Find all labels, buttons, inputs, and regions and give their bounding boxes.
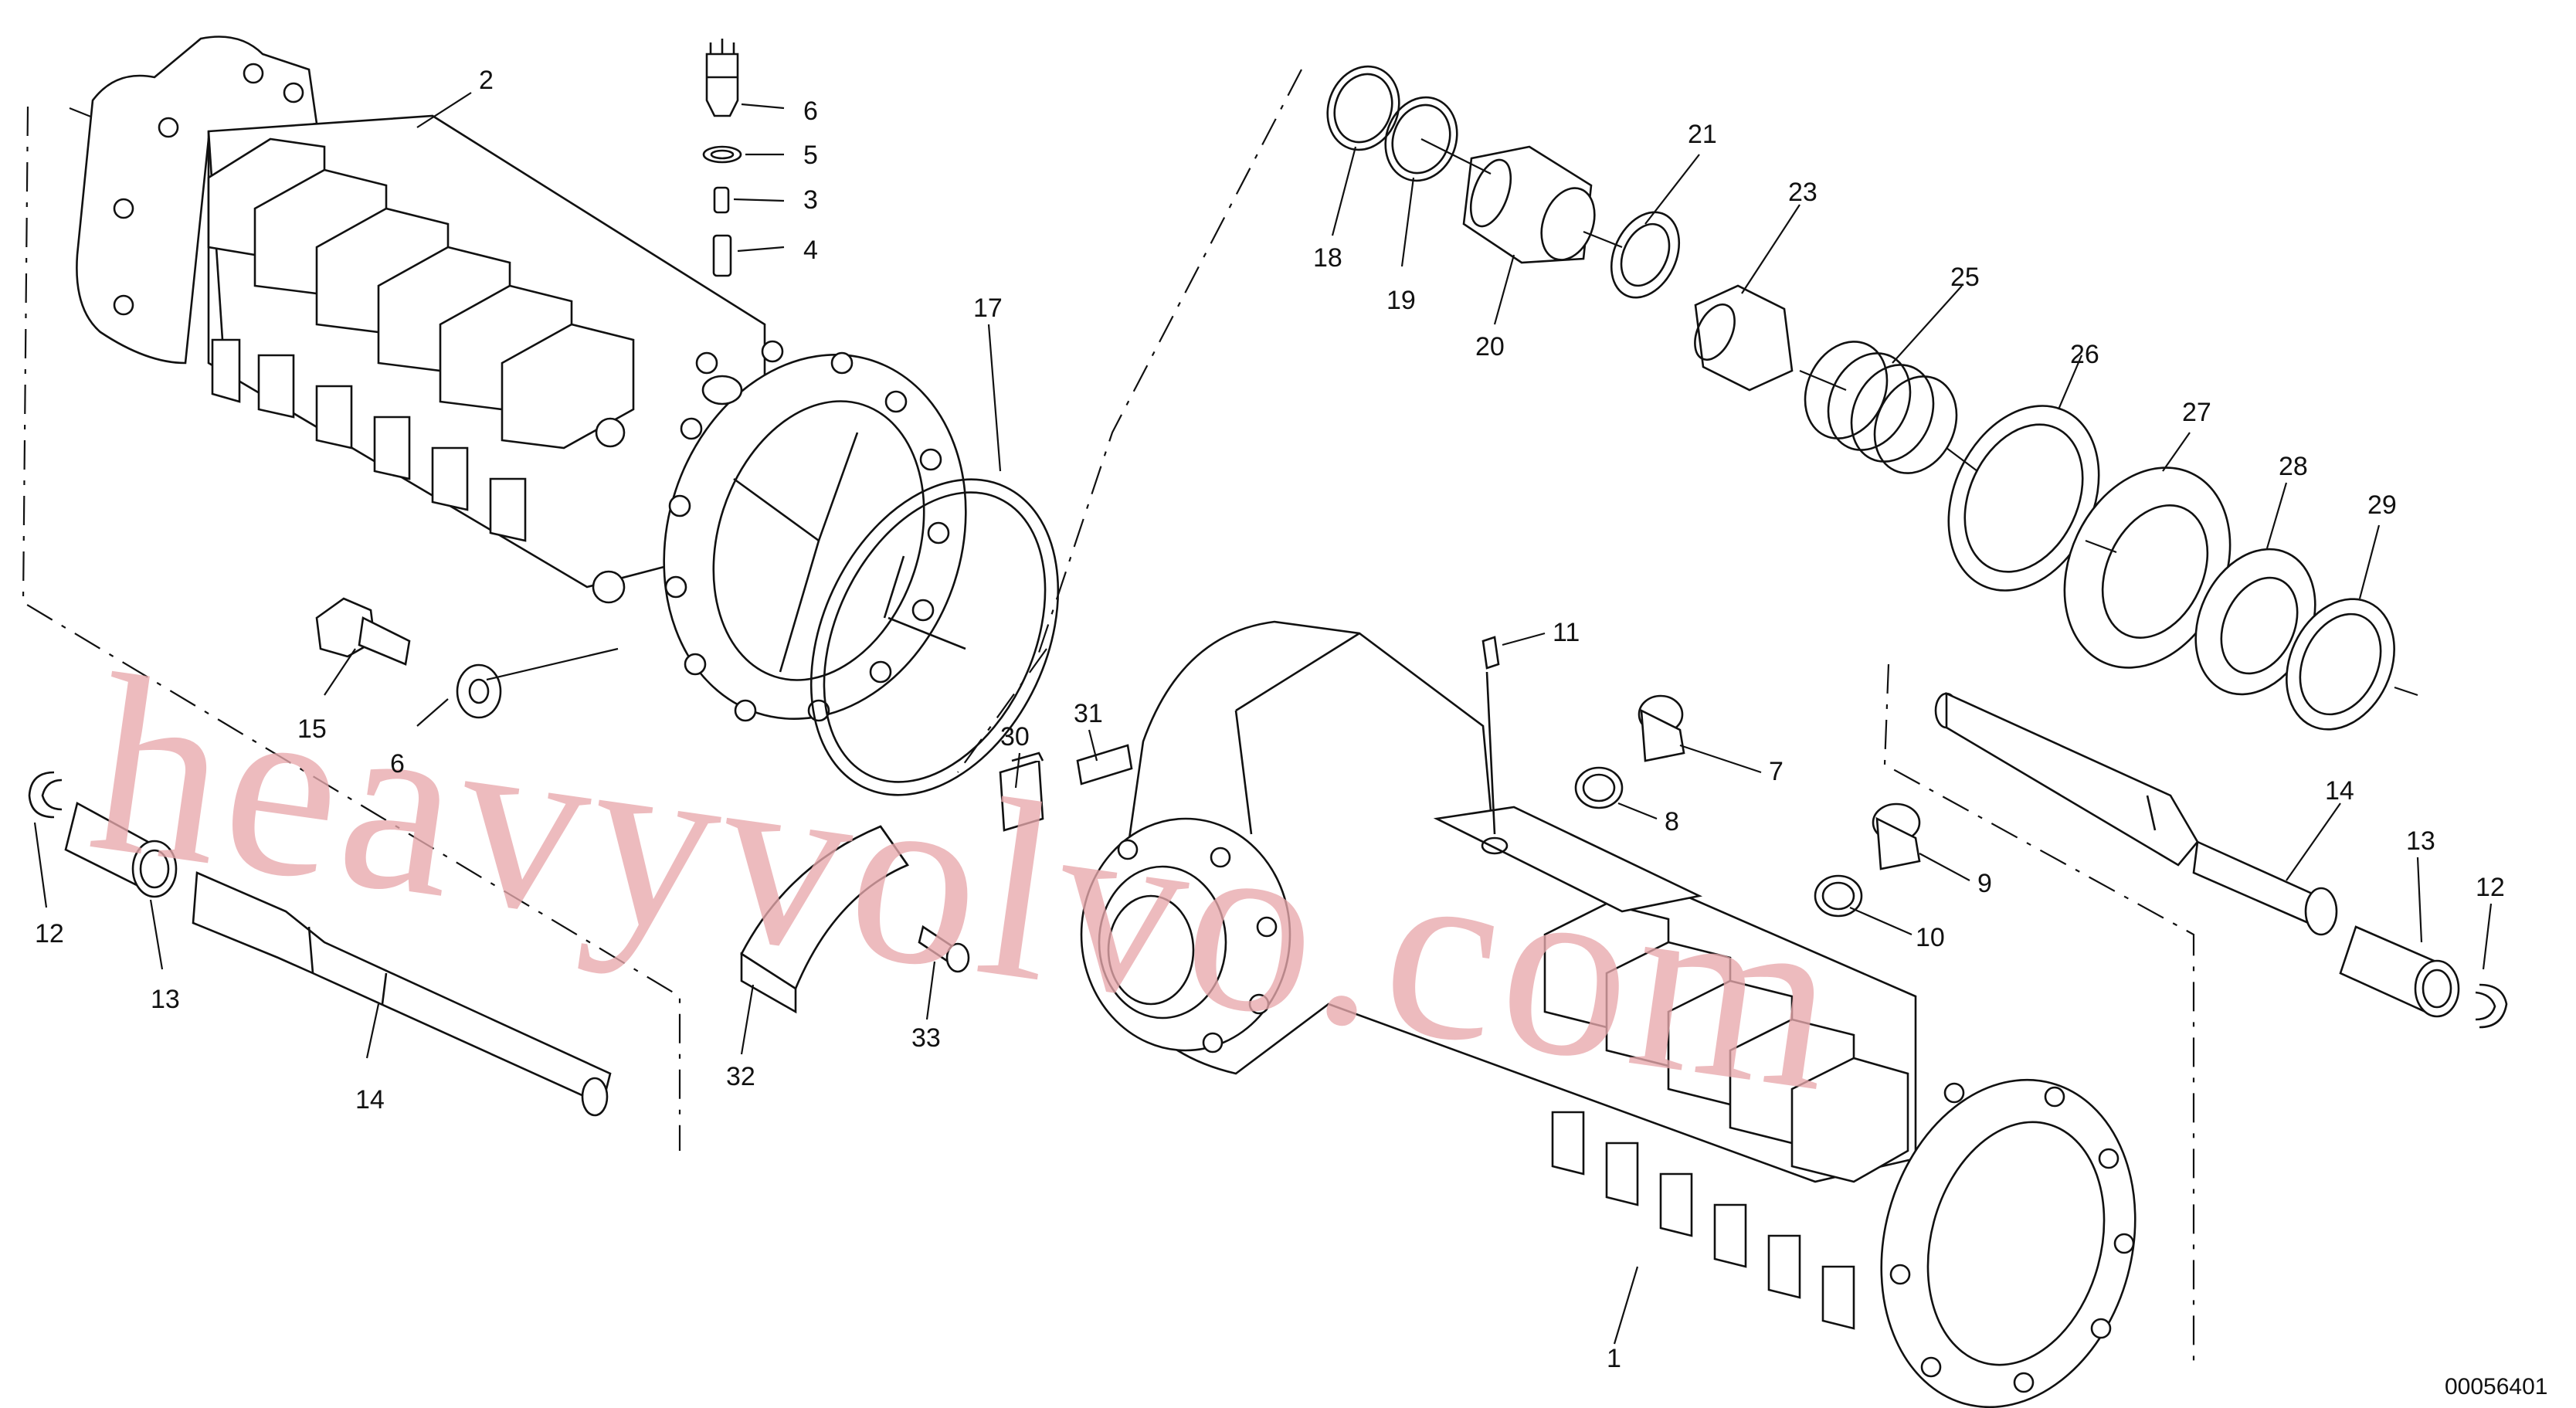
- part-label-8: 8: [1665, 807, 1679, 836]
- part-label-10: 10: [1916, 923, 1945, 952]
- part-label-13-left: 13: [151, 985, 180, 1014]
- part-label-11: 11: [1553, 618, 1580, 647]
- assembly-lines: [22, 69, 2195, 1371]
- sensor-parts: [702, 39, 742, 277]
- part-label-9: 9: [1977, 869, 1992, 898]
- part-label-17: 17: [973, 293, 1003, 323]
- watermark-text: heavyvolvo.com: [77, 622, 1856, 1145]
- right-shaft-parts: [1934, 691, 2508, 1029]
- part-label-14-left: 14: [355, 1085, 385, 1115]
- part-labels: 1 2 3 4 5 6 7 8 9 10 11 12 13 14 15 6 17…: [35, 66, 2505, 1373]
- part-label-6: 6: [803, 97, 818, 126]
- part-label-1: 1: [1607, 1344, 1621, 1373]
- bearing-stack: [1326, 65, 2418, 731]
- part-label-3: 3: [803, 185, 818, 215]
- drawing-id: 00056401: [2445, 1374, 2547, 1400]
- plug-parts: [1481, 636, 1921, 918]
- part-label-15: 15: [297, 714, 327, 744]
- part-label-30: 30: [1000, 722, 1030, 751]
- part-label-25: 25: [1950, 263, 1980, 292]
- axle-housing-left: [76, 36, 967, 722]
- bolt-15: [315, 597, 619, 719]
- part-label-12-left: 12: [35, 919, 64, 948]
- part-label-12-right: 12: [2476, 873, 2505, 902]
- part-label-19: 19: [1386, 286, 1416, 315]
- part-label-29: 29: [2367, 490, 2397, 520]
- part-label-31: 31: [1074, 699, 1103, 728]
- part-label-14-right: 14: [2325, 776, 2354, 806]
- part-label-6-washer: 6: [390, 749, 405, 779]
- segment-32: [740, 744, 1133, 1014]
- left-shaft-parts: [28, 771, 612, 1117]
- part-label-32: 32: [726, 1062, 755, 1091]
- part-label-5: 5: [803, 141, 818, 170]
- part-label-27: 27: [2182, 398, 2211, 427]
- part-label-21: 21: [1688, 120, 1717, 149]
- part-label-13-right: 13: [2406, 826, 2435, 856]
- part-label-4: 4: [803, 236, 818, 265]
- part-label-2: 2: [479, 66, 494, 95]
- part-label-28: 28: [2279, 452, 2308, 481]
- part-label-23: 23: [1788, 178, 1817, 207]
- part-label-26: 26: [2070, 340, 2099, 369]
- part-label-33: 33: [911, 1023, 941, 1053]
- axle-housing-center: [1080, 620, 2136, 1408]
- leader-lines: [33, 92, 2493, 1345]
- part-label-20: 20: [1475, 332, 1505, 361]
- sealing-ring-17: [809, 478, 1060, 796]
- part-label-18: 18: [1313, 243, 1342, 273]
- part-label-7: 7: [1769, 757, 1784, 786]
